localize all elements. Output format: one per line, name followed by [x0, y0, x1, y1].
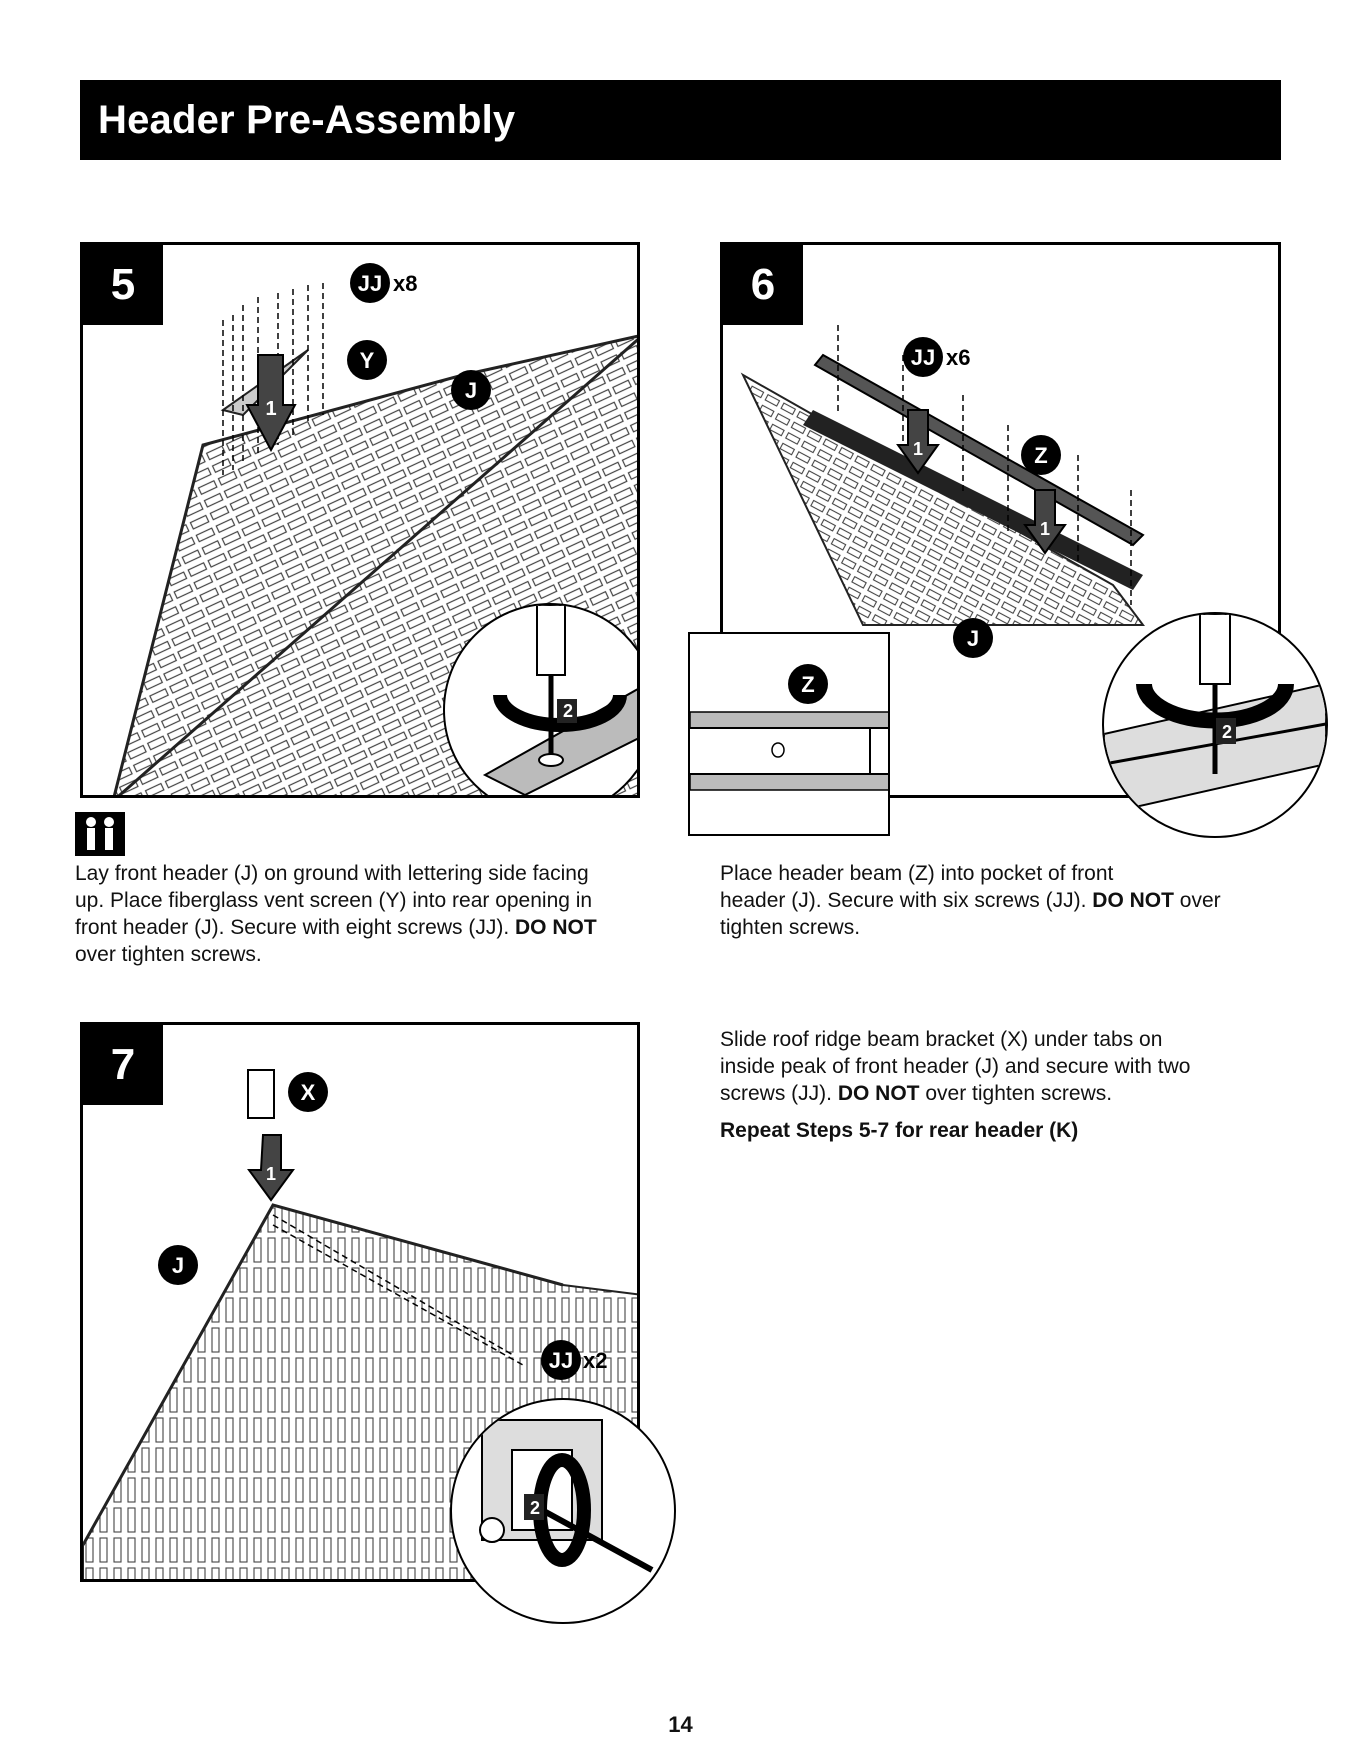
- beam-detail-inset: Z: [688, 632, 890, 836]
- callout-labels: X J JJ x2 1: [158, 1072, 607, 1380]
- step-7-text-line: screws (JJ). DO NOT over tighten screws.: [720, 1082, 1113, 1105]
- inset-part-label: Z: [801, 672, 814, 697]
- step-7-text-line: inside peak of front header (J) and secu…: [720, 1055, 1191, 1078]
- step-6-text-line: header (J). Secure with six screws (JJ).…: [720, 889, 1221, 912]
- page-title: Header Pre-Assembly: [98, 98, 516, 142]
- part-x-label: X: [301, 1080, 316, 1105]
- arrow-1-label: 1: [265, 398, 276, 420]
- step-5-illustration: 5 JJ x8 Y J 1 2 2: [80, 242, 640, 798]
- arrow-2-label: 2: [1222, 722, 1232, 742]
- do-not-warning: DO NOT: [515, 916, 597, 939]
- step-6-instructions: Place header beam (Z) into pocket of fro…: [720, 860, 1280, 941]
- screwdriver-detail: 2: [479, 1419, 654, 1573]
- do-not-warning: DO NOT: [837, 1082, 920, 1105]
- screwdriver-detail: 2 2: [482, 605, 637, 795]
- step-5-instructions: Lay front header (J) on ground with lett…: [75, 860, 635, 968]
- part-y-label: Y: [360, 348, 375, 373]
- screwdriver-callout: 2: [450, 1398, 676, 1624]
- page-number: 14: [668, 1712, 693, 1737]
- arrow-1-label: 1: [266, 1164, 276, 1184]
- beam-profile-drawing: Z: [690, 664, 888, 791]
- two-person-icon: [75, 812, 125, 856]
- arrow-1-label: 1: [1040, 519, 1050, 539]
- part-z-label: Z: [1034, 443, 1047, 468]
- step-6-text-line: tighten screws.: [720, 916, 861, 939]
- step-number-badge: 6: [723, 245, 803, 325]
- callout-labels: JJ x8 Y J 1: [265, 263, 491, 420]
- screw-part-label: JJ: [911, 345, 935, 370]
- screw-qty-label: x2: [583, 1348, 607, 1373]
- header-beam-drawing: [740, 325, 1145, 626]
- step-5-text-line: Lay front header (J) on ground with lett…: [75, 862, 589, 885]
- screw-part-label: JJ: [549, 1348, 573, 1373]
- step-5-text-line: front header (J). Secure with eight scre…: [75, 916, 597, 939]
- screw-qty-label: x6: [946, 345, 970, 370]
- screwdriver-callout: 2: [1102, 612, 1328, 838]
- screwdriver-callout: 2 2: [443, 603, 637, 795]
- step-6-text-line: Place header beam (Z) into pocket of fro…: [720, 862, 1114, 885]
- step-5-text-line: over tighten screws.: [75, 943, 262, 966]
- part-j-label: J: [967, 626, 979, 651]
- part-j-label: J: [172, 1253, 184, 1278]
- step-number-badge: 5: [83, 245, 163, 325]
- screw-part-label: JJ: [358, 271, 382, 296]
- step-number-badge: 7: [83, 1025, 163, 1105]
- two-person-glyph: [86, 817, 114, 850]
- section-header: Header Pre-Assembly: [80, 80, 1281, 160]
- svg-text:2: 2: [563, 701, 573, 721]
- step-7-text-line: Slide roof ridge beam bracket (X) under …: [720, 1028, 1163, 1051]
- repeat-steps-note: Repeat Steps 5-7 for rear header (K): [720, 1119, 1079, 1142]
- callout-labels: JJ x6 Z J 1 1: [903, 337, 1061, 658]
- do-not-warning: DO NOT: [1092, 889, 1174, 912]
- arrow-2-label: 2: [530, 1498, 540, 1518]
- screw-qty-label: x8: [393, 271, 417, 296]
- step-7-instructions: Slide roof ridge beam bracket (X) under …: [720, 1026, 1280, 1144]
- screwdriver-detail: 2: [1104, 614, 1326, 816]
- step-5-text-line: up. Place fiberglass vent screen (Y) int…: [75, 889, 593, 912]
- part-j-label: J: [465, 378, 477, 403]
- arrow-1-label: 1: [913, 439, 923, 459]
